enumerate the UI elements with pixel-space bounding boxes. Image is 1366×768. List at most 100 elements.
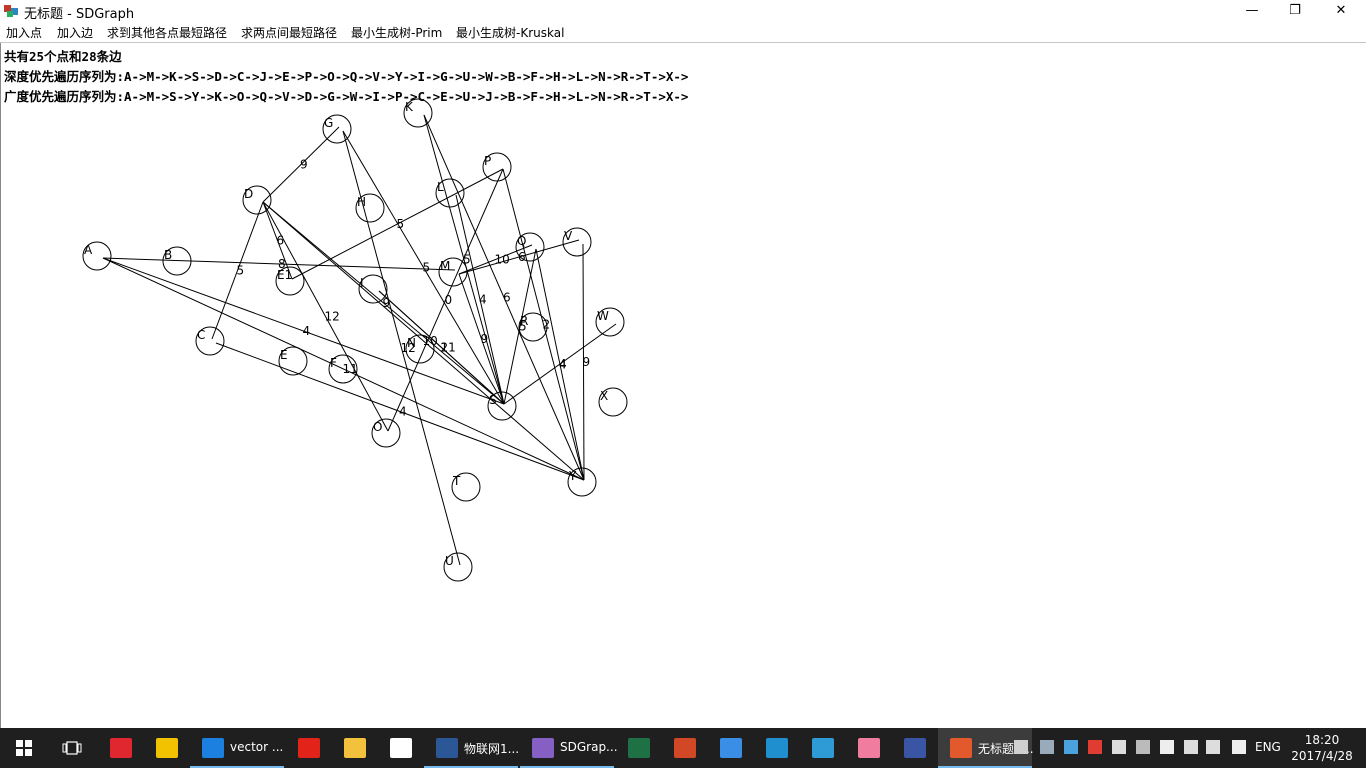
menu-add-point[interactable]: 加入点 xyxy=(6,26,43,40)
graph-node-P[interactable] xyxy=(482,152,512,182)
graph-node-Y[interactable] xyxy=(567,467,597,497)
graph-node-label: A xyxy=(84,243,93,257)
graph-node-F[interactable] xyxy=(328,354,358,384)
edge-weight-label: 4 xyxy=(559,357,567,371)
graph-node-label: P xyxy=(484,154,491,168)
remote-desktop-icon xyxy=(812,738,834,758)
graph-node-X[interactable] xyxy=(598,387,628,417)
display-icon[interactable] xyxy=(1040,740,1054,754)
running-indicator xyxy=(938,766,1032,768)
graph-canvas-area[interactable]: 共有25个点和28条边 深度优先遍历序列为:A->M->K->S->D->C->… xyxy=(0,43,1366,728)
edge-weight-label: 11 xyxy=(343,362,358,376)
graph-node-E[interactable] xyxy=(278,346,308,376)
edge-V-Y xyxy=(582,243,585,481)
graph-node-label: Y xyxy=(568,469,577,483)
taskbar-app-bilibili[interactable] xyxy=(846,728,890,768)
graph-node-L[interactable] xyxy=(435,178,465,208)
edge-C-Y xyxy=(215,342,585,481)
graph-node-label: M xyxy=(440,259,450,273)
taskbar-app-file-explorer[interactable] xyxy=(332,728,376,768)
sdgraph-icon xyxy=(950,738,972,758)
graph-node-label: U xyxy=(445,554,454,568)
taskbar-app-powerpoint[interactable] xyxy=(662,728,706,768)
menu-mst-kruskal[interactable]: 最小生成树-Kruskal xyxy=(456,26,565,40)
taskbar-app-label: vector ... xyxy=(230,740,284,754)
baidu-cloud-icon xyxy=(720,738,742,758)
taskbar-app-opera[interactable] xyxy=(286,728,330,768)
graph-node-R[interactable] xyxy=(518,312,548,342)
visual-studio-icon xyxy=(532,738,554,758)
notification-icon[interactable] xyxy=(1232,740,1246,754)
task-view-icon xyxy=(62,741,82,755)
taskbar-app-netease-music[interactable] xyxy=(98,728,142,768)
menu-shortest-paths-all[interactable]: 求到其他各点最短路径 xyxy=(107,26,228,40)
graph-node-U[interactable] xyxy=(443,552,473,582)
graph-node-label: D xyxy=(244,187,253,201)
taskbar-app-edge[interactable]: vector ... xyxy=(190,728,284,768)
graph-node-W[interactable] xyxy=(595,307,625,337)
edge-W-S xyxy=(503,323,617,405)
graph-node-S[interactable] xyxy=(487,391,517,421)
bluetooth-icon[interactable] xyxy=(1136,740,1150,754)
taskbar-app-excel[interactable] xyxy=(616,728,660,768)
title-bar: 无标题 - SDGraph — ❐ ✕ xyxy=(0,0,1366,22)
wifi-icon[interactable] xyxy=(1184,740,1198,754)
graph-node-Q[interactable] xyxy=(515,232,545,262)
file-explorer-icon xyxy=(344,738,366,758)
graph-node-label: K xyxy=(405,100,414,114)
graph-node-B[interactable] xyxy=(162,246,192,276)
menu-shortest-path-two[interactable]: 求两点间最短路径 xyxy=(241,26,338,40)
taskbar-app-word[interactable]: 物联网1... xyxy=(424,728,519,768)
edge-weight-label: 5 xyxy=(423,261,431,275)
graph-node-T[interactable] xyxy=(451,472,481,502)
graph-node-H[interactable] xyxy=(355,193,385,223)
battery-icon[interactable] xyxy=(1160,740,1174,754)
edge-weight-label: 9 xyxy=(300,158,308,172)
taskbar-app-label: SDGrap... xyxy=(560,740,618,754)
minimize-button[interactable]: — xyxy=(1245,3,1259,18)
taskbar-app-baidu-cloud[interactable] xyxy=(708,728,752,768)
speaker-muted-icon[interactable] xyxy=(1088,740,1102,754)
graph-node-V[interactable] xyxy=(562,227,592,257)
taskbar-app-store[interactable] xyxy=(378,728,422,768)
graph-node-D[interactable] xyxy=(242,185,272,215)
start-button[interactable] xyxy=(0,728,48,768)
graph-node-N[interactable] xyxy=(405,334,435,364)
graph-node-M[interactable] xyxy=(438,257,468,287)
edge-icon xyxy=(202,738,224,758)
taskbar-app-magnifier[interactable] xyxy=(754,728,798,768)
keyboard-icon[interactable] xyxy=(1014,740,1028,754)
graph-node-label: B xyxy=(164,248,172,262)
taskbar-app-visio[interactable] xyxy=(892,728,936,768)
network-icon[interactable] xyxy=(1112,740,1126,754)
graph-node-C[interactable] xyxy=(195,326,225,356)
graph-node-K[interactable] xyxy=(403,98,433,128)
edge-weight-label: 5 xyxy=(397,217,405,231)
volume-icon[interactable] xyxy=(1206,740,1220,754)
edge-D-G xyxy=(262,126,340,203)
edge-D-S xyxy=(262,201,505,405)
taskbar-app-visual-studio[interactable]: SDGrap... xyxy=(520,728,618,768)
restore-button[interactable]: ❐ xyxy=(1289,3,1301,18)
graph-summary: 共有25个点和28条边 xyxy=(4,49,122,64)
taskbar-app-remote-desktop[interactable] xyxy=(800,728,844,768)
task-view-button[interactable] xyxy=(48,728,96,768)
tray-app-icon[interactable] xyxy=(1064,740,1078,754)
edge-weight-label: 6 xyxy=(518,250,526,264)
graph-node-G[interactable] xyxy=(322,114,352,144)
graph-node-E1[interactable] xyxy=(275,266,305,296)
menu-add-edge[interactable]: 加入边 xyxy=(57,26,94,40)
edge-K-Y xyxy=(423,114,585,481)
language-indicator[interactable]: ENG xyxy=(1255,740,1281,754)
bfs-sequence: 广度优先遍历序列为:A->M->S->Y->K->O->Q->V->D->G->… xyxy=(4,89,689,104)
menu-mst-prim[interactable]: 最小生成树-Prim xyxy=(351,26,443,40)
magnifier-icon xyxy=(766,738,788,758)
taskbar-app-qq[interactable] xyxy=(144,728,188,768)
close-button[interactable]: ✕ xyxy=(1335,3,1347,18)
graph-node-I[interactable] xyxy=(358,274,388,304)
graph-node-O[interactable] xyxy=(371,418,401,448)
graph-node-A[interactable] xyxy=(82,241,112,271)
clock[interactable]: 18:20 2017/4/28 xyxy=(1290,732,1354,764)
edge-G-U xyxy=(342,130,461,566)
